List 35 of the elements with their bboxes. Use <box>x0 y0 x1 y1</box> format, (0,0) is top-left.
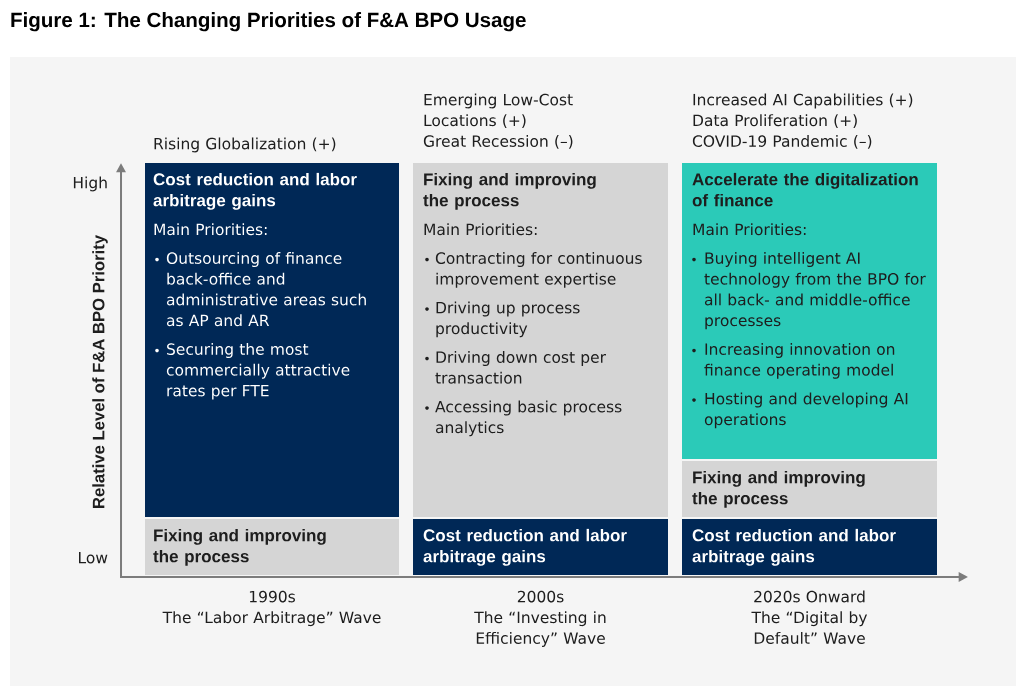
axis-title: Relative Level of F&A BPO Priority <box>92 235 108 508</box>
block-heading: Cost reduction and labor arbitrage gains <box>153 172 357 210</box>
bullet-text: Outsourcing of finance back-office and administrative areas such as AP and AR <box>166 252 366 327</box>
bullet-text: Hosting and developing AI operations <box>704 392 908 429</box>
bullet-text: Driving up process productivity <box>436 301 580 338</box>
driver-text: Data Proliferation (+) <box>693 114 857 128</box>
block-subheading: Main Priorities: <box>424 223 537 236</box>
driver-text: Increased AI Capabilities (+) <box>693 93 913 109</box>
priority-block: Cost reduction and labor arbitrage gains <box>682 519 937 575</box>
priority-block: Fixing and improving the process <box>682 461 937 517</box>
block-heading: Accelerate the digitalization of finance <box>692 172 918 207</box>
bullet-text: Driving down cost per transaction <box>435 351 606 384</box>
block-subheading: Main Priorities: <box>693 223 806 236</box>
bullet-text: Buying intelligent AI technology from the BPO for all back- and middle-office processes <box>704 252 926 330</box>
driver-text: COVID-19 Pandemic (–) <box>692 134 872 149</box>
block-subheading: Main Priorities: <box>154 223 267 236</box>
axis-tick-label: High <box>73 176 107 192</box>
bullet-text: Increasing innovation on finance operating model <box>704 343 895 379</box>
axis-category-label: 2020s Onward <box>754 590 865 603</box>
axis-category-label: 1990s <box>249 590 295 603</box>
priority-block: Cost reduction and labor arbitrage gains <box>413 519 668 575</box>
axis-category-label: The “Investing in Efficiency” Wave <box>474 611 606 647</box>
driver-text: Rising Globalization (+) <box>154 137 336 153</box>
figure-title: Figure 1: The Changing Priorities of F&A BPO Usage <box>11 12 526 32</box>
priority-block: Fixing and improving the process <box>145 519 399 575</box>
driver-text: Great Recession (–) <box>423 134 573 149</box>
axis-category-label: The “Labor Arbitrage” Wave <box>162 611 381 627</box>
block-heading: Fixing and improving the process <box>423 172 596 210</box>
axis-tick-label: Low <box>79 551 108 564</box>
driver-text: Emerging Low-Cost Locations (+) <box>424 93 573 128</box>
bullet-text: Accessing basic process analytics <box>435 400 622 437</box>
axis-category-label: The “Digital by Default” Wave <box>751 611 868 644</box>
axis-category-label: 2000s <box>517 590 564 603</box>
bullet-text: Contracting for continuous improvement expertise <box>435 252 642 288</box>
bullet-text: Securing the most commercially attractive rates per FTE <box>166 343 350 400</box>
